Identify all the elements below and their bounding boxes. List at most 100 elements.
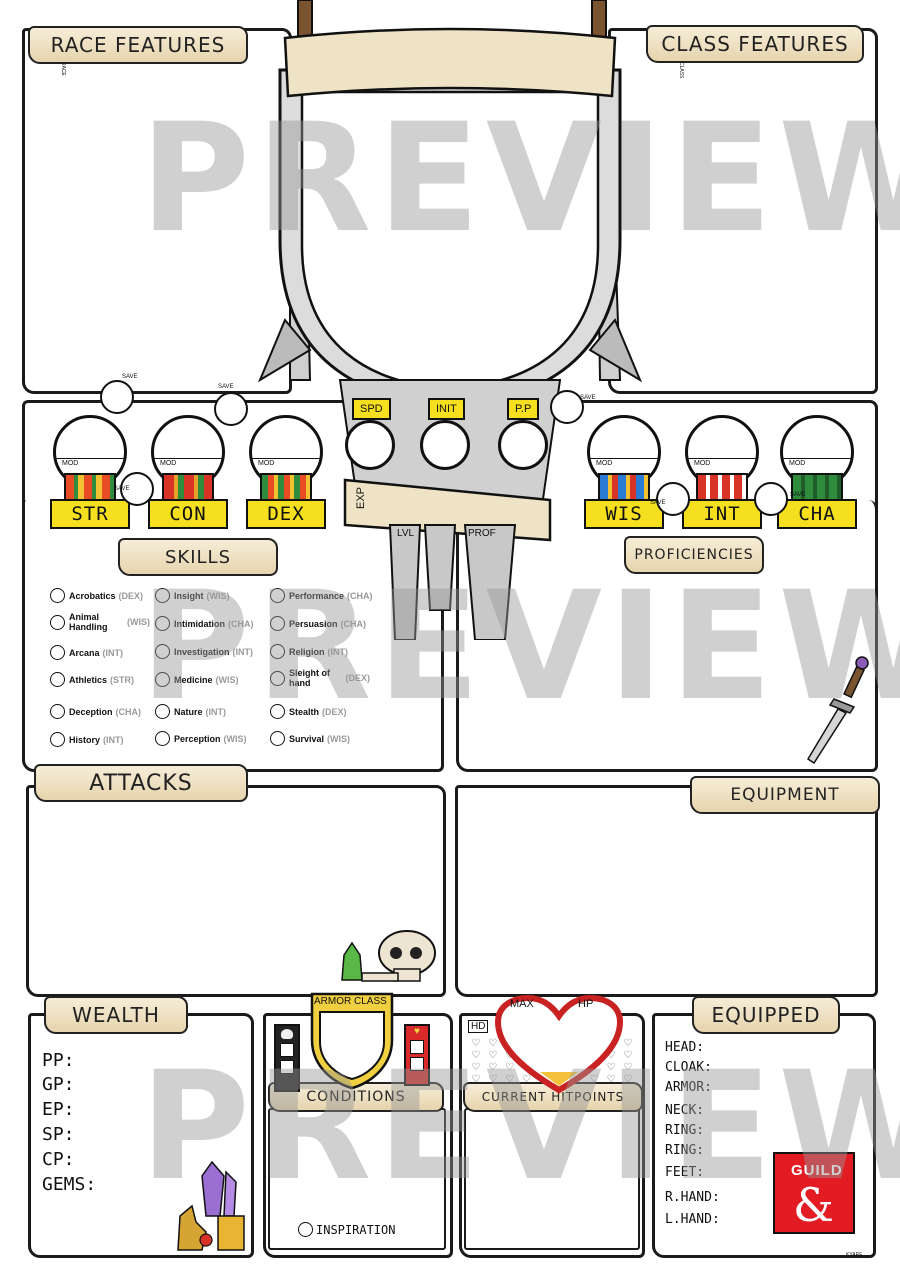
skill-proficiency-dot [270,616,285,631]
inspiration-checkbox[interactable]: INSPIRATION [298,1222,395,1237]
heart-icon: ♥ [414,1026,420,1037]
dex-save-label: SAVE [218,384,234,390]
ability-con-label: CON [148,499,228,529]
guild-logo: GUILD & [773,1152,855,1234]
str-save-circle[interactable] [100,380,134,414]
cha-save-circle[interactable] [754,482,788,516]
ability-cha[interactable]: MOD CHA [777,415,857,533]
wealth-pp[interactable]: PP: [42,1050,75,1071]
prof-label: PROF [468,528,496,539]
armor-class-shield[interactable] [306,988,398,1092]
equipment-panel[interactable] [455,785,878,997]
equipped-cloak[interactable]: CLOAK: [665,1060,712,1075]
skill-sleight-of-hand[interactable]: Sleight of hand(DEX) [270,668,370,688]
dex-save-circle[interactable] [214,392,248,426]
skill-stealth[interactable]: Stealth(DEX) [270,704,347,719]
skull-icon [281,1029,293,1039]
guild-logo-text: GUILD [791,1162,843,1179]
exp-label: EXP [355,486,368,510]
equipment-banner: EQUIPMENT [690,776,880,814]
speed-tag: SPD [352,398,391,420]
wealth-cp[interactable]: CP: [42,1149,75,1170]
ability-cha-label: CHA [777,499,857,529]
skill-intimidation[interactable]: Intimidation(CHA) [155,616,254,631]
ability-str[interactable]: MOD STR [50,415,130,533]
skill-persuasion[interactable]: Persuasion(CHA) [270,616,366,631]
race-features-banner: RACE FEATURES [28,26,248,64]
wealth-banner: WEALTH [44,996,188,1034]
ability-int[interactable]: MOD INT [682,415,762,533]
speed-circle[interactable] [345,420,395,470]
wealth-panel[interactable] [28,1013,254,1258]
max-hp-heart[interactable] [494,994,624,1094]
int-save-circle[interactable] [656,482,690,516]
skill-survival[interactable]: Survival(WIS) [270,731,350,746]
current-hitpoints-box[interactable] [464,1108,640,1250]
ability-dex-label: DEX [246,499,326,529]
sword-hilt-left [297,0,313,41]
skill-animal-handling[interactable]: Animal Handling(WIS) [50,612,150,632]
shield-inner [300,90,600,390]
skill-performance[interactable]: Performance(CHA) [270,588,373,603]
skill-religion[interactable]: Religion(INT) [270,644,348,659]
wealth-ep[interactable]: EP: [42,1099,75,1120]
con-save-label: SAVE [114,486,130,492]
wealth-sp[interactable]: SP: [42,1124,75,1145]
equipped-neck[interactable]: NECK: [665,1103,705,1118]
attacks-panel[interactable] [26,785,446,997]
skill-nature[interactable]: Nature(INT) [155,704,226,719]
proficiencies-banner: PROFICIENCIES [624,536,764,574]
skull-icon [341,930,436,982]
hp-label: HP [578,998,594,1010]
initiative-circle[interactable] [420,420,470,470]
race-features-panel[interactable] [22,28,292,394]
equipped-ring-2[interactable]: RING: [665,1143,705,1158]
wis-save-label: SAVE [580,395,596,401]
skill-proficiency-dot [155,644,170,659]
equipped-banner: EQUIPPED [692,996,840,1034]
skill-deception[interactable]: Deception(CHA) [50,704,141,719]
ability-wis[interactable]: MOD WIS [584,415,664,533]
skill-arcana[interactable]: Arcana(INT) [50,645,123,660]
skill-medicine[interactable]: Medicine(WIS) [155,672,239,687]
skill-proficiency-dot [270,644,285,659]
ability-dex[interactable]: MOD DEX [246,415,326,533]
skill-perception[interactable]: Perception(WIS) [155,731,247,746]
equipped-left-hand[interactable]: L.HAND: [665,1212,720,1227]
wealth-gems[interactable]: GEMS: [42,1174,97,1195]
skill-proficiency-dot [155,704,170,719]
skill-proficiency-dot [50,614,65,630]
artist-signature: KYARE [846,1252,863,1258]
skill-history[interactable]: History(INT) [50,732,124,747]
equipped-right-hand[interactable]: R.HAND: [665,1190,720,1205]
armor-class-label: ARMOR CLASS [314,996,387,1007]
death-save-failures[interactable] [274,1024,300,1092]
skill-investigation[interactable]: Investigation(INT) [155,644,253,659]
death-save-successes[interactable]: ♥ [404,1024,430,1086]
equipped-armor[interactable]: ARMOR: [665,1080,712,1095]
ability-str-label: STR [50,499,130,529]
str-save-label: SAVE [122,374,138,380]
race-side-label: RACE [60,62,66,76]
con-save-circle[interactable] [120,472,154,506]
central-shield[interactable] [240,0,660,640]
skill-acrobatics[interactable]: Acrobatics(DEX) [50,588,143,603]
ability-wis-label: WIS [584,499,664,529]
class-features-banner: CLASS FEATURES [646,25,864,63]
conditions-box[interactable] [268,1108,446,1250]
class-features-panel[interactable] [608,28,878,394]
equipped-head[interactable]: HEAD: [665,1040,705,1055]
passive-perception-circle[interactable] [498,420,548,470]
skill-insight[interactable]: Insight(WIS) [155,588,230,603]
sword-hilt-right [591,0,607,41]
equipped-ring-1[interactable]: RING: [665,1123,705,1138]
equipped-feet[interactable]: FEET: [665,1165,705,1180]
ability-int-label: INT [682,499,762,529]
skill-athletics[interactable]: Athletics(STR) [50,672,134,687]
skill-proficiency-dot [50,732,65,747]
ability-con[interactable]: MOD CON [148,415,228,533]
ampersand-dragon-icon: & [793,1178,834,1232]
skill-proficiency-dot [155,672,170,687]
wealth-gp[interactable]: GP: [42,1074,75,1095]
wis-save-circle[interactable] [550,390,584,424]
